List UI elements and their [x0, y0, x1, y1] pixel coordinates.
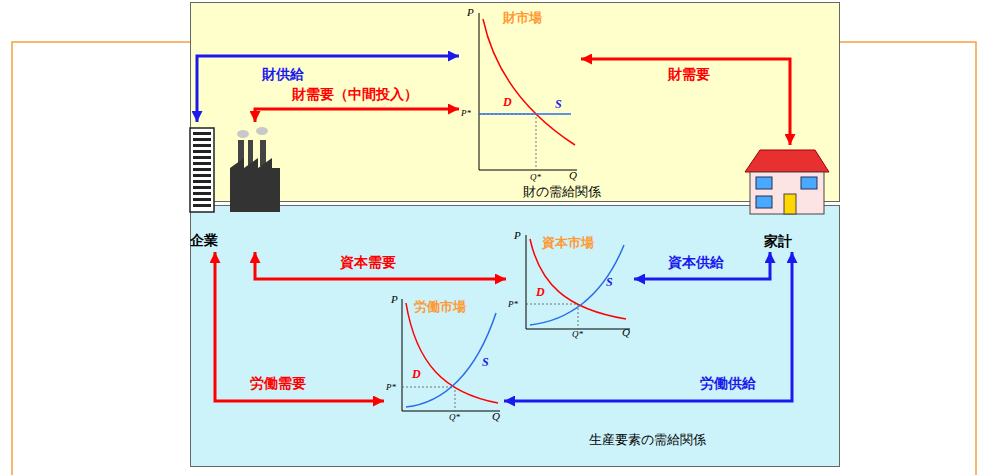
- supply-curve: [479, 113, 571, 115]
- equilibrium-price: P*: [386, 382, 396, 392]
- flow-arrow: [255, 109, 459, 122]
- axis-label: P: [514, 229, 521, 241]
- house-window: [756, 196, 772, 208]
- flow-label: 財需要（中間投入）: [292, 86, 418, 103]
- equilibrium-price: P*: [461, 108, 471, 118]
- supply-label: S: [606, 275, 613, 290]
- firm-illustration: [190, 127, 280, 212]
- flow-arrow: [197, 56, 459, 122]
- graph-axes: [526, 235, 630, 329]
- band-label: 財の需給関係: [523, 183, 601, 201]
- smoke: [256, 127, 268, 135]
- agent-label: 家計: [764, 233, 792, 251]
- market-graph: [459, 5, 581, 183]
- agent-label: 企業: [190, 232, 218, 250]
- axis-label: P: [467, 6, 474, 18]
- house-window: [756, 177, 772, 189]
- smoke: [237, 130, 249, 138]
- demand-curve: [483, 19, 575, 145]
- market-title: 資本市場: [542, 234, 594, 252]
- house-window: [801, 177, 817, 189]
- house-wall: [750, 172, 824, 214]
- house-door: [784, 194, 796, 214]
- demand-curve: [406, 303, 498, 403]
- equilibrium-quantity: Q*: [572, 329, 583, 339]
- flow-label: 資本供給: [668, 254, 724, 271]
- capital-market-chart: 資本市場 P P* D S Q* Q: [506, 229, 634, 339]
- graph-axes: [402, 299, 500, 411]
- goods-relation-band: 財の需給関係 財市場 P P* D S Q* Q: [190, 2, 840, 202]
- equilibrium-guide: [479, 114, 536, 170]
- goods-market-chart: 財市場 P P* D S Q* Q: [459, 5, 581, 183]
- household-illustration: [745, 150, 829, 214]
- flow-label: 財需要: [668, 66, 710, 83]
- flow-arrow: [504, 252, 792, 401]
- chimney: [248, 140, 253, 166]
- demand-label: D: [412, 367, 421, 382]
- flow-arrow: [581, 59, 790, 145]
- flow-label: 資本需要: [340, 254, 396, 271]
- flow-arrow: [255, 252, 506, 279]
- building-windows: [193, 132, 211, 208]
- demand-label: D: [503, 95, 512, 110]
- supply-label: S: [555, 97, 562, 112]
- house-roof: [745, 150, 829, 172]
- axis-label: P: [391, 293, 398, 305]
- labor-market-chart: 労働市場 P P* D S Q* Q: [384, 293, 504, 423]
- factor-relation-band: 生産要素の需給関係 資本市場 P P* D S Q* Q 労働市場 P P* D S Q* Q: [190, 205, 840, 467]
- equilibrium-price: P*: [508, 299, 518, 309]
- flow-label: 財供給: [262, 66, 304, 83]
- graph-axes: [479, 13, 577, 170]
- flow-arrow: [215, 252, 384, 401]
- demand-label: D: [536, 285, 545, 300]
- supply-label: S: [482, 355, 489, 370]
- axis-label: Q: [569, 169, 577, 181]
- flow-label: 労働供給: [700, 375, 756, 392]
- chimney: [260, 140, 266, 166]
- band-label: 生産要素の需給関係: [589, 431, 706, 449]
- equilibrium-quantity: Q*: [530, 172, 541, 182]
- axis-label: Q: [622, 326, 630, 338]
- axis-label: Q: [492, 410, 500, 422]
- market-title: 労働市場: [414, 298, 466, 316]
- factory-body: [230, 158, 280, 212]
- supply-curve: [530, 245, 624, 325]
- flow-label: 労働需要: [250, 375, 306, 392]
- supply-curve: [406, 313, 496, 407]
- flow-arrow: [634, 252, 770, 279]
- office-building: [190, 128, 214, 212]
- equilibrium-quantity: Q*: [449, 412, 460, 422]
- market-title: 財市場: [503, 9, 542, 27]
